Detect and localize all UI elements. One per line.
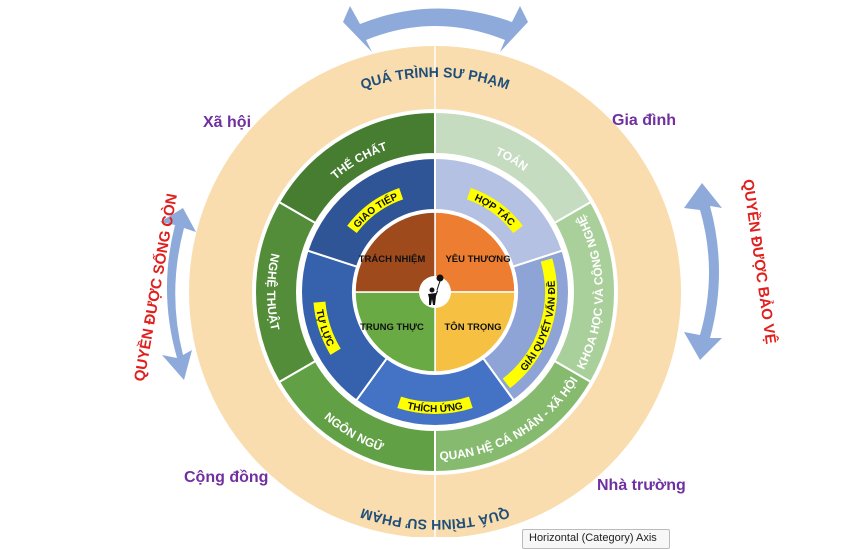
- label-highlight: [502, 258, 557, 389]
- axis-tooltip: Horizontal (Category) Axis: [522, 529, 670, 549]
- subject-label-4-text: NGHỆ THUẬT: [264, 252, 282, 332]
- environment-society: Xã hội: [203, 114, 251, 131]
- value-segment: [354, 291, 436, 373]
- left-cycle-arrow-icon: [160, 208, 196, 380]
- value-core: YÊU THƯƠNG TÔN TRỌNG TRUNG THỰC TRÁCH NHIỆM: [354, 211, 516, 373]
- label-highlight: [347, 187, 404, 234]
- environment-school: Nhà trường: [597, 477, 686, 494]
- value-label-3: TRÁCH NHIỆM: [359, 253, 426, 265]
- environment-community: Cộng đồng: [184, 469, 268, 486]
- skill-label-2-text: THÍCH ỨNG: [406, 401, 464, 415]
- subject-label-4: NGHỆ THUẬT: [264, 252, 282, 332]
- value-label-1: TÔN TRỌNG: [445, 321, 502, 333]
- value-segment: [434, 291, 516, 373]
- right-to-protection: QUYỀN ĐƯỢC BẢO VỆ: [739, 178, 780, 345]
- label-highlight: [313, 301, 341, 355]
- value-segment: [434, 211, 516, 293]
- top-cycle-arrow-icon: [343, 6, 528, 52]
- value-segment: [354, 211, 436, 293]
- value-label-2: TRUNG THỰC: [360, 322, 424, 333]
- center-badge: [419, 274, 451, 308]
- skill-label-2: THÍCH ỨNG: [406, 401, 464, 415]
- value-label-0: YÊU THƯƠNG: [445, 253, 510, 265]
- right-cycle-arrow-icon: [684, 183, 722, 360]
- label-highlight: [397, 396, 473, 414]
- subject-segment: [277, 110, 436, 225]
- environment-family: Gia đình: [612, 112, 676, 129]
- child-with-balloon-icon: [428, 274, 444, 305]
- label-highlight: [466, 187, 523, 234]
